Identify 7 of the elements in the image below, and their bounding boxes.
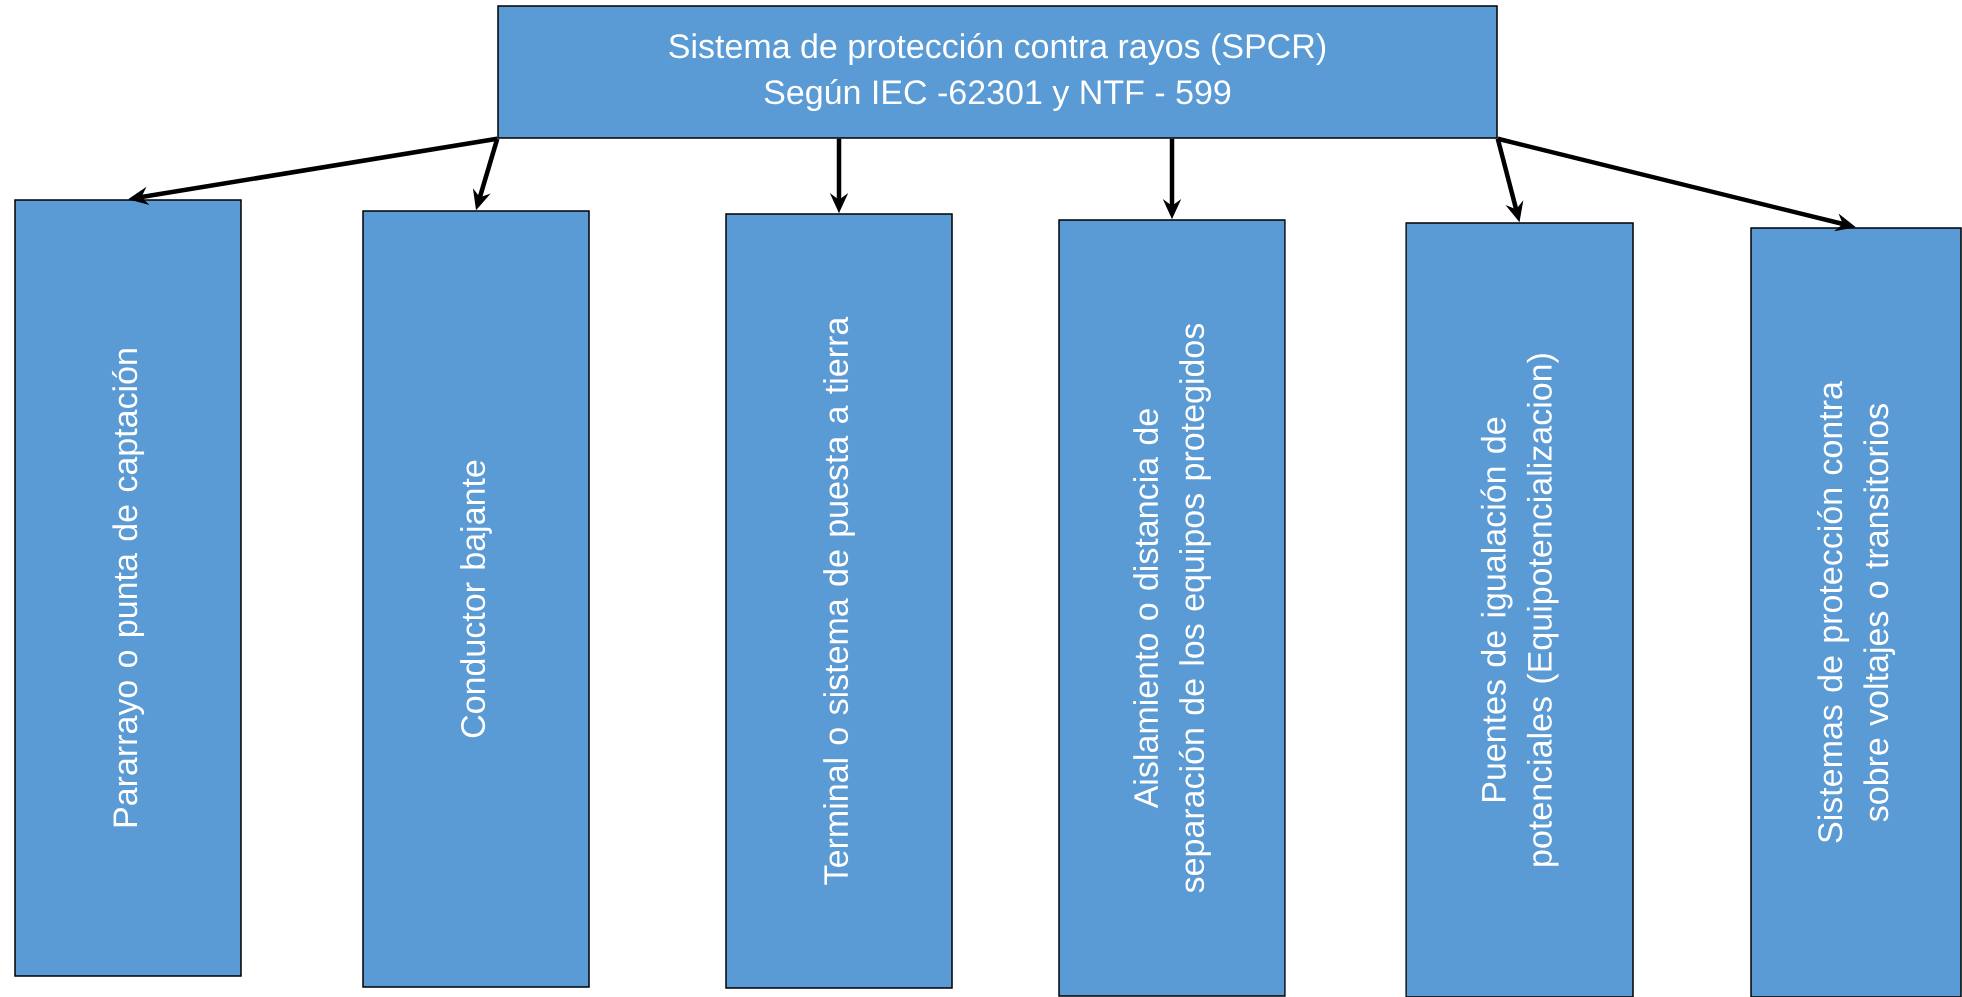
category-box: Puentes de igualación de potenciales (Equipotencializacion) — [1405, 222, 1634, 997]
title-box: Sistema de protección contra rayos (SPCR) Según IEC -62301 y NTF - 599 — [497, 5, 1498, 139]
category-box: Aislamiento o distancia de separación de los equipos protegidos — [1058, 219, 1286, 997]
category-box: Sistemas de protección contra sobre voltajes o transitorios — [1750, 227, 1962, 997]
category-box: Conductor bajante — [362, 210, 590, 988]
category-box: Pararrayo o punta de captación — [14, 199, 242, 977]
category-box: Terminal o sistema de puesta a tierra — [725, 213, 953, 989]
